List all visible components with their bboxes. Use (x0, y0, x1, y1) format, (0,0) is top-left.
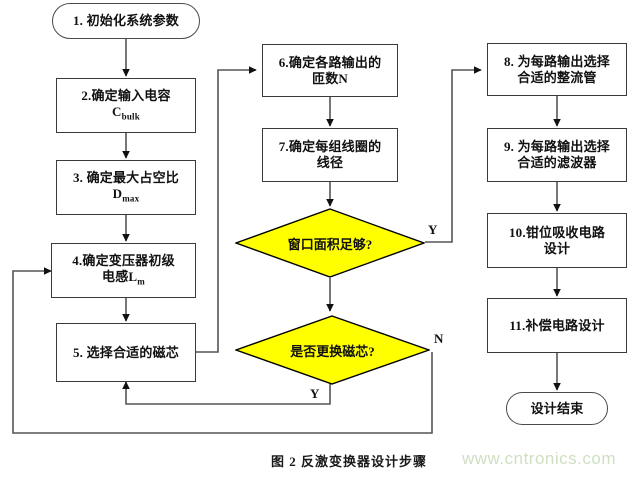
node-decision-change-core-label: 是否更换磁芯? (290, 343, 375, 359)
node-step10-line2: 设计 (543, 240, 571, 256)
node-step3[interactable]: 3. 确定最大占空比 Dmax (56, 160, 196, 215)
node-step4-subscript: m (137, 276, 145, 287)
edge-label-dec2-no: N (434, 331, 444, 346)
node-step8-line1: 8. 为每路输出选择 (503, 53, 610, 69)
node-start[interactable]: 1. 初始化系统参数 (52, 3, 200, 39)
edge-dec1-yes-to-step8 (425, 66, 482, 243)
node-step4-line2: 电感Lm (102, 269, 145, 287)
node-step6[interactable]: 6.确定各路输出的 匝数N (262, 44, 398, 97)
node-step11[interactable]: 11.补偿电路设计 (487, 298, 627, 353)
edge-dec2-yes-to-step5 (122, 381, 331, 405)
node-decision-window-area[interactable]: 窗口面积足够? (235, 208, 425, 278)
node-step11-label: 11.补偿电路设计 (509, 317, 605, 333)
node-step9[interactable]: 9. 为每路输出选择 合适的滤波器 (487, 128, 627, 182)
edge-label-dec1-yes: Y (428, 222, 438, 237)
node-step8-line2: 合适的整流管 (517, 69, 597, 85)
node-end-label: 设计结束 (530, 400, 584, 416)
node-decision-change-core[interactable]: 是否更换磁芯? (235, 315, 430, 385)
decision-shape-1 (235, 208, 425, 278)
node-step7-line1: 7.确定每组线圈的 (278, 139, 382, 155)
node-step6-line1: 6.确定各路输出的 (278, 54, 382, 70)
node-step9-line1: 9. 为每路输出选择 (503, 139, 610, 155)
node-end[interactable]: 设计结束 (506, 392, 608, 425)
node-step3-line1: 3. 确定最大占空比 (72, 170, 179, 186)
node-step3-subscript: max (122, 193, 140, 204)
node-step2-subscript: bulk (121, 111, 140, 122)
node-step4-line1: 4.确定变压器初级 (72, 253, 175, 269)
node-step5-label: 5. 选择合适的磁芯 (72, 344, 179, 360)
node-start-label: 1. 初始化系统参数 (72, 13, 179, 29)
watermark: www.cntronics.com (462, 449, 616, 468)
node-step2-line2: Cbulk (112, 104, 140, 122)
node-step7-line2: 线径 (316, 155, 344, 170)
node-step4[interactable]: 4.确定变压器初级 电感Lm (51, 243, 196, 298)
node-decision-window-area-label: 窗口面积足够? (287, 236, 373, 252)
edge-label-dec2-yes: Y (310, 386, 320, 401)
node-step10[interactable]: 10.钳位吸收电路 设计 (487, 213, 627, 268)
node-step5[interactable]: 5. 选择合适的磁芯 (56, 323, 196, 382)
node-step7[interactable]: 7.确定每组线圈的 线径 (262, 128, 398, 182)
node-step10-line1: 10.钳位吸收电路 (508, 224, 606, 240)
node-step2-line1: 2.确定输入电容 (81, 88, 171, 104)
edge-step5-to-step6 (196, 66, 257, 353)
node-step6-line2: 匝数N (312, 70, 348, 86)
node-step9-line2: 合适的滤波器 (517, 155, 597, 170)
decision-shape-2 (235, 315, 430, 385)
node-step8[interactable]: 8. 为每路输出选择 合适的整流管 (487, 43, 627, 96)
edge-dec2-no-to-step4 (12, 267, 433, 434)
figure-caption: 图 2 反激变换器设计步骤 (271, 454, 428, 469)
node-step3-line2: Dmax (112, 186, 140, 204)
node-step2[interactable]: 2.确定输入电容 Cbulk (56, 78, 196, 133)
